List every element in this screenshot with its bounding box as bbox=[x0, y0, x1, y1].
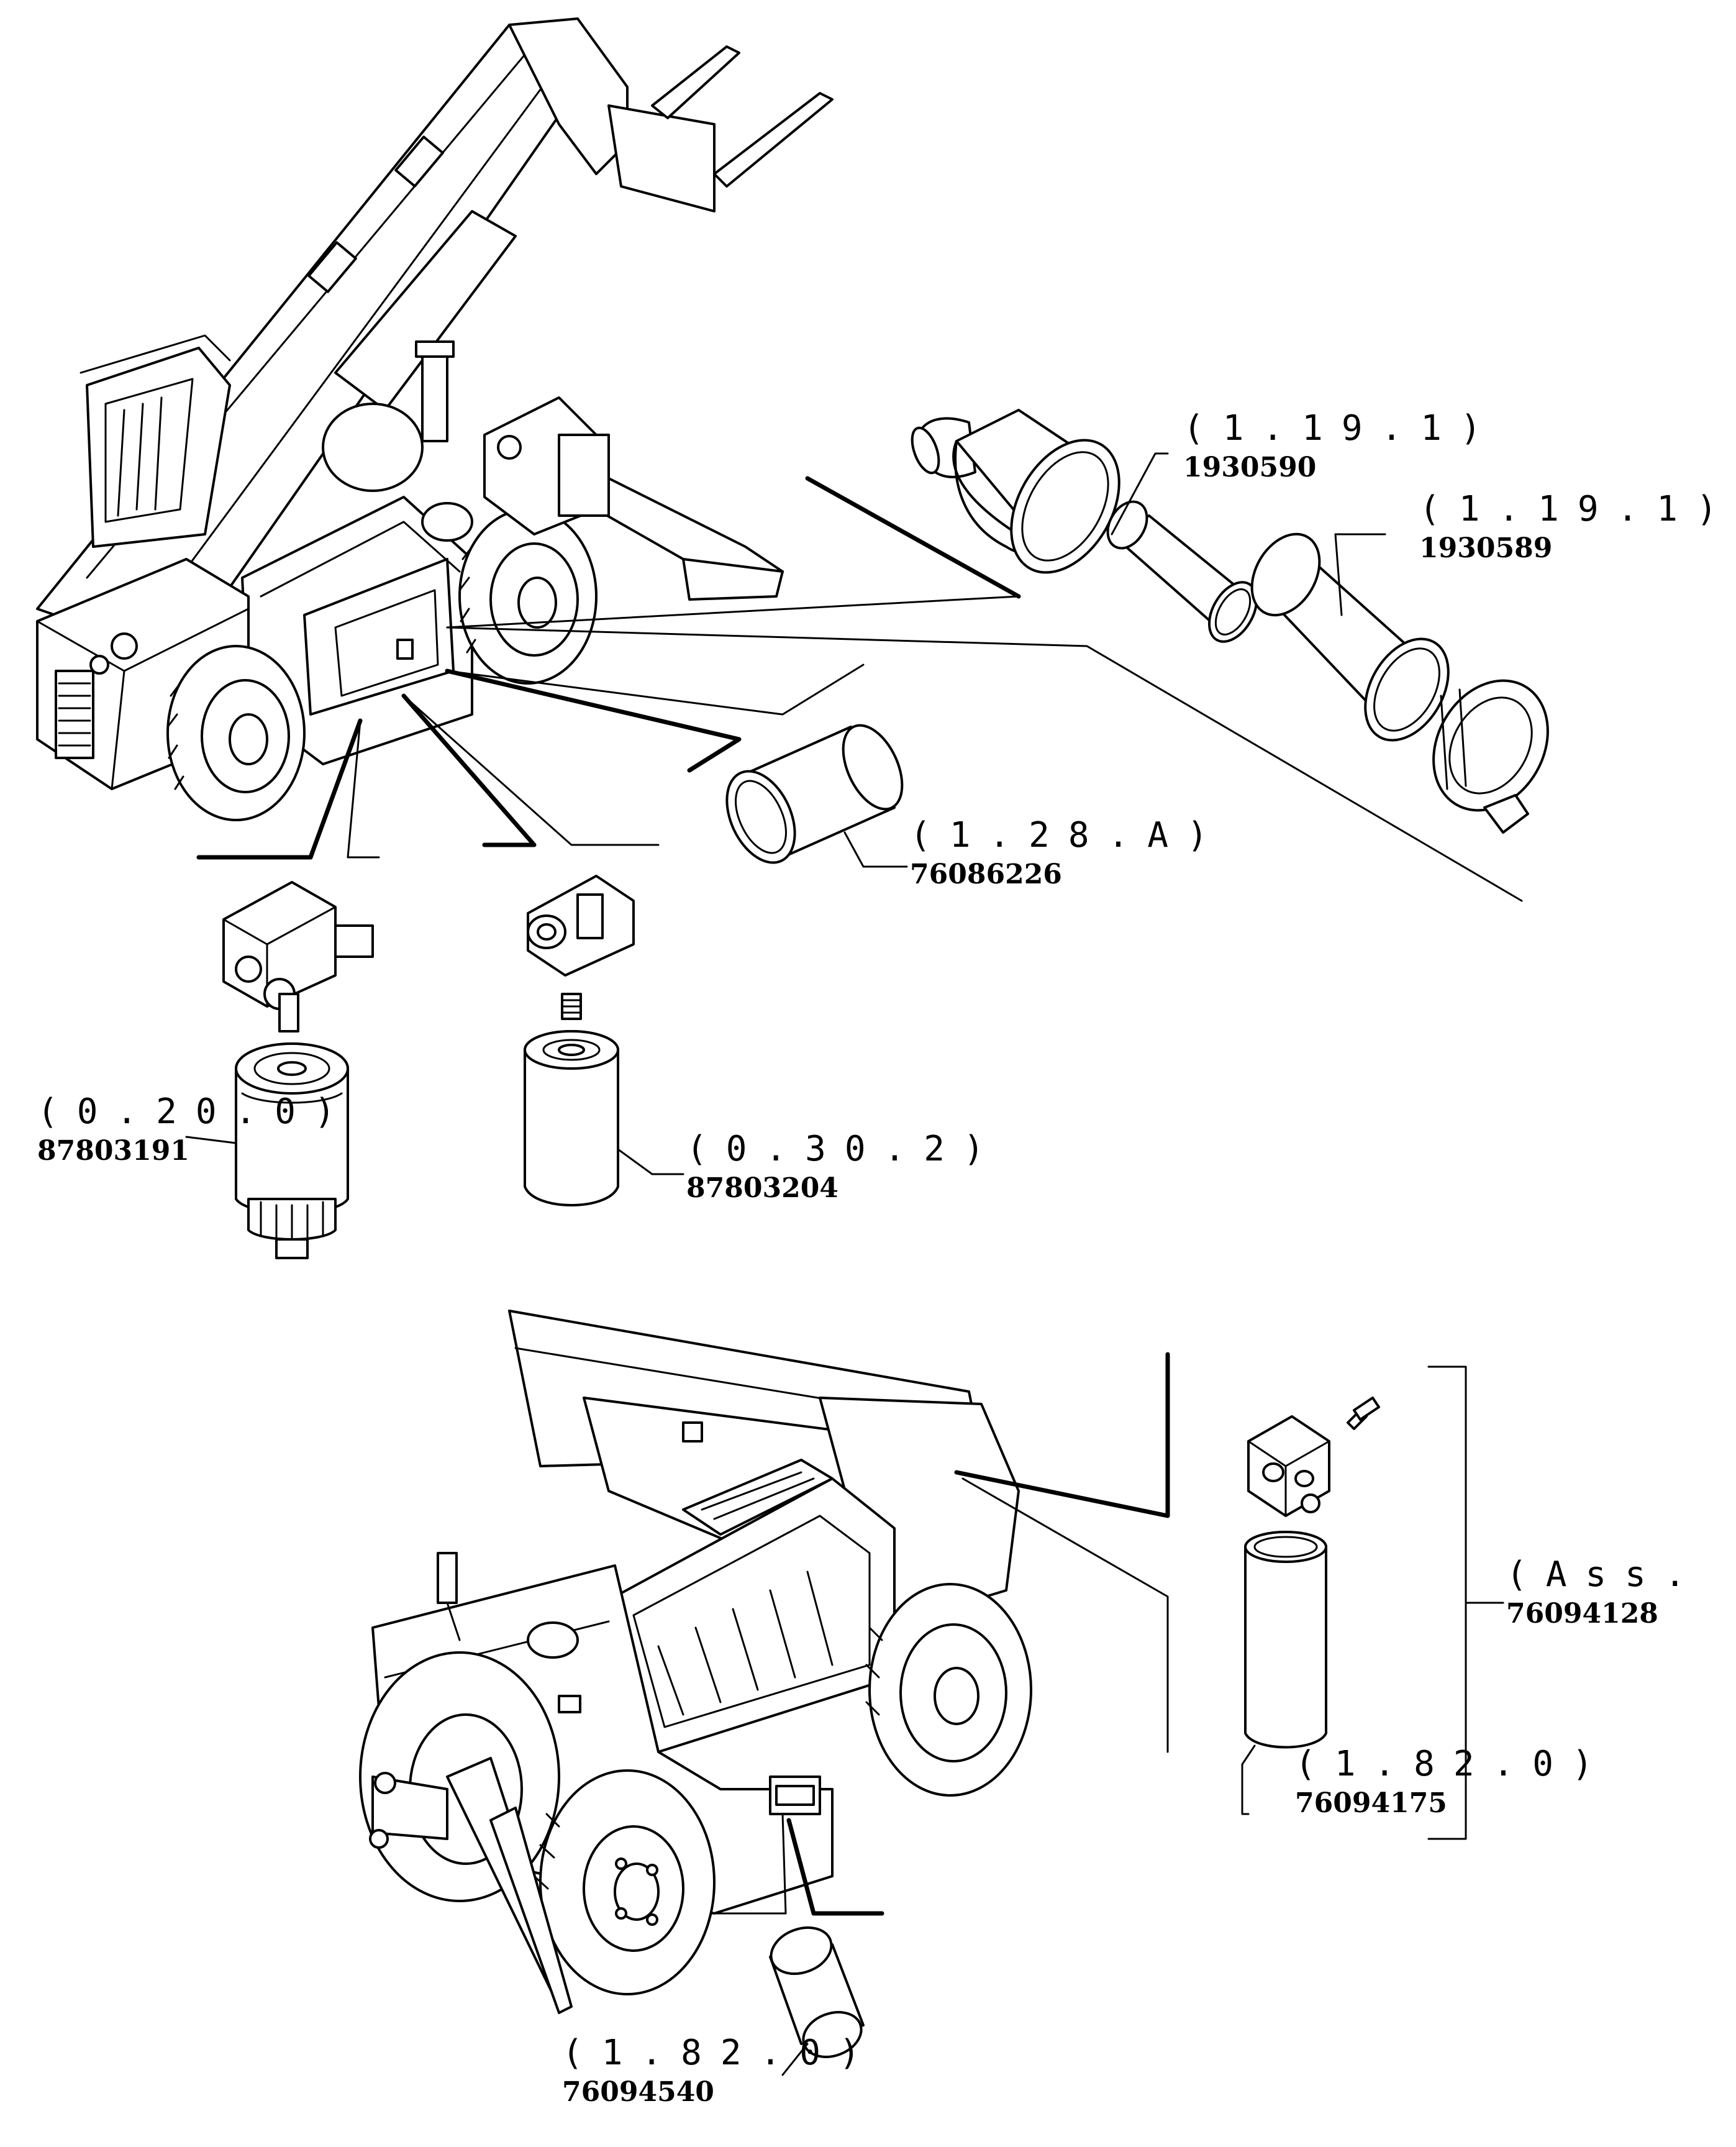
callout-reference: (1.28.A) bbox=[910, 815, 1227, 855]
part-number: 76086226 bbox=[910, 859, 1062, 890]
parts-diagram-page: (1.19.1) 1930590 (1.19.1) 1930589 (1.28.… bbox=[36, 17, 1717, 2110]
callout-reference: (1.82.0) bbox=[562, 2033, 879, 2073]
filter-cartridge-76086226 bbox=[725, 724, 904, 864]
fuel-filter-87803191 bbox=[222, 881, 374, 1259]
part-number: 1930589 bbox=[1419, 532, 1553, 564]
part-number: 87803191 bbox=[37, 1135, 189, 1167]
air-filter-assembly bbox=[911, 409, 1549, 834]
callout-1930590: (1.19.1) 1930590 bbox=[1183, 407, 1500, 485]
part-number: 1930590 bbox=[1183, 452, 1317, 483]
part-number: 87803204 bbox=[686, 1172, 838, 1204]
telehandler-upper-illustration bbox=[36, 17, 834, 821]
exploded-parts-drawing bbox=[36, 17, 1549, 2076]
telehandler-lower-illustration bbox=[359, 1310, 1032, 2014]
hydraulic-filter-76094128 bbox=[1244, 1397, 1380, 1749]
part-number: 76094128 bbox=[1506, 1598, 1658, 1630]
callout-reference: (Ass. bbox=[1506, 1554, 1704, 1595]
part-number: 76094175 bbox=[1295, 1787, 1447, 1819]
callout-76094175: (1.82.0) 76094175 bbox=[1295, 1743, 1612, 1821]
callout-76094540: (1.82.0) 76094540 bbox=[562, 2031, 879, 2110]
filter-cartridge-76094540 bbox=[769, 1926, 865, 2058]
callout-reference: (0.20.0) bbox=[37, 1092, 354, 1132]
callout-reference: (0.30.2) bbox=[686, 1129, 1003, 1169]
callout-reference: (1.82.0) bbox=[1295, 1744, 1612, 1784]
callout-76094128: (Ass. 76094128 bbox=[1506, 1553, 1704, 1631]
callout-1930589: (1.19.1) 1930589 bbox=[1419, 488, 1736, 566]
callout-87803204: (0.30.2) 87803204 bbox=[686, 1128, 1003, 1206]
oil-filter-87803204 bbox=[524, 875, 635, 1206]
part-number: 76094540 bbox=[562, 2076, 714, 2108]
callout-reference: (1.19.1) bbox=[1419, 489, 1736, 529]
leader-lines bbox=[185, 452, 1523, 2076]
callout-76086226: (1.28.A) 76086226 bbox=[910, 814, 1227, 892]
callout-reference: (1.19.1) bbox=[1183, 408, 1500, 449]
callout-87803191: (0.20.0) 87803191 bbox=[37, 1090, 354, 1169]
